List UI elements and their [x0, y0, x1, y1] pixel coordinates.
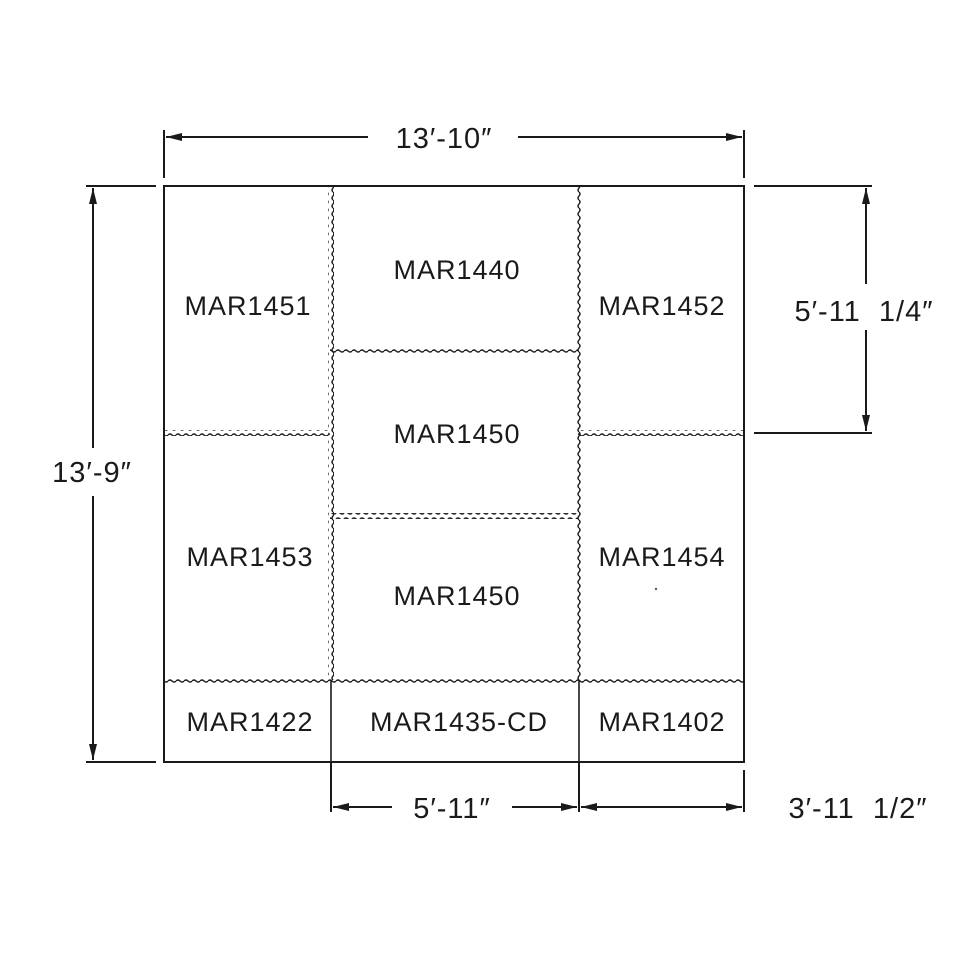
svg-text:13′-10″: 13′-10″	[396, 123, 493, 155]
seam-right-mid	[578, 430, 744, 436]
dimension-center-width: 5′-11″	[330, 762, 580, 825]
seam-left-vertical	[328, 186, 334, 680]
seam-center-lower	[330, 513, 578, 519]
seam-bottom-row	[164, 677, 744, 683]
svg-text:13′-9″: 13′-9″	[52, 457, 132, 489]
seam-left-mid	[164, 430, 330, 436]
dimension-right-width: 3′-11 1/2″	[581, 770, 927, 825]
panel-mar1435-cd: MAR1435-CD	[370, 707, 548, 737]
panel-mar1453: MAR1453	[186, 542, 313, 572]
dimension-overall-height: 13′-9″	[52, 185, 156, 763]
panel-mar1452: MAR1452	[598, 291, 725, 321]
seam-center-upper	[330, 349, 578, 355]
svg-text:5′-11 1/4″: 5′-11 1/4″	[794, 296, 933, 328]
panel-mar1450-top: MAR1450	[393, 419, 520, 449]
dimension-right-upper-height: 5′-11 1/4″	[754, 185, 933, 434]
panel-mar1451: MAR1451	[184, 291, 311, 321]
panel-mar1450-bottom: MAR1450	[393, 581, 520, 611]
speck	[654, 587, 658, 591]
panel-mar1454: MAR1454	[598, 542, 725, 572]
panel-mar1422: MAR1422	[186, 707, 313, 737]
svg-text:5′-11″: 5′-11″	[413, 793, 491, 825]
panel-mar1440: MAR1440	[393, 255, 520, 285]
svg-text:3′-11 1/2″: 3′-11 1/2″	[788, 793, 927, 825]
dimension-overall-width: 13′-10″	[163, 123, 745, 178]
panel-mar1402: MAR1402	[598, 707, 725, 737]
plan-outline	[163, 185, 745, 763]
